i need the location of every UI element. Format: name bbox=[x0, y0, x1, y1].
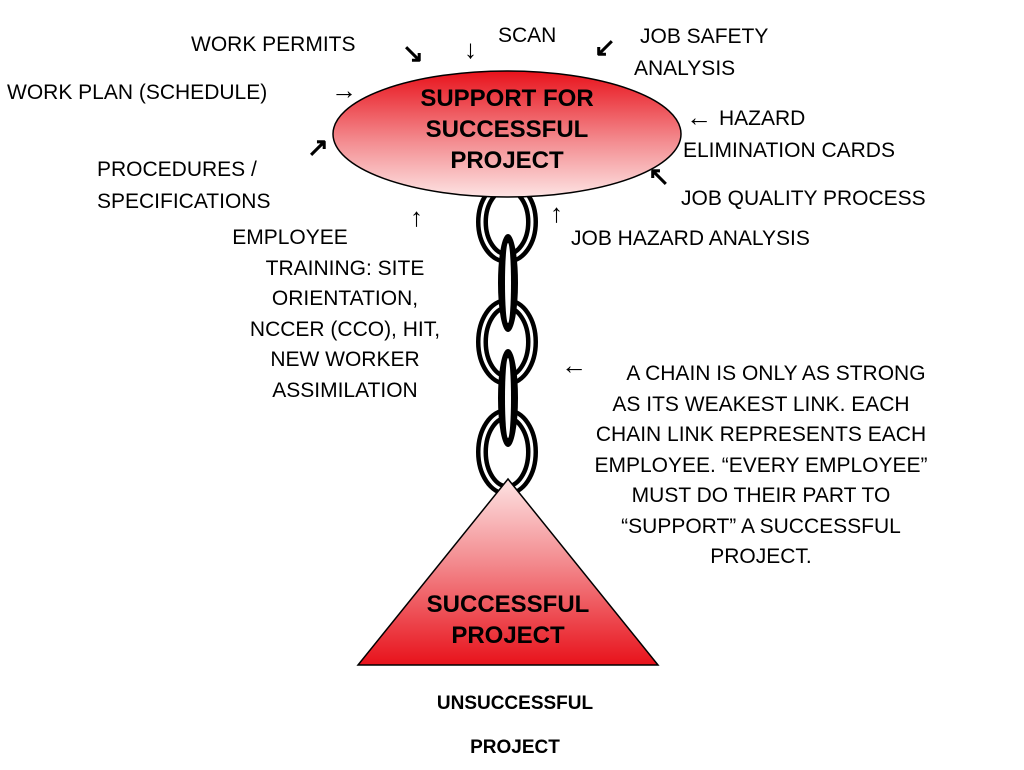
triangle-label-line: SUCCESSFUL bbox=[426, 591, 590, 618]
label-line: EMPLOYEE. “EVERY EMPLOYEE” bbox=[594, 453, 928, 477]
support-ellipse bbox=[332, 70, 682, 198]
triangle-label: SUCCESSFUL PROJECT bbox=[393, 589, 623, 651]
label-line: A CHAIN IS ONLY AS STRONG bbox=[626, 362, 926, 385]
work-permits-label: WORK PERMITS bbox=[191, 33, 356, 56]
arrow-icon: ↑ bbox=[410, 202, 423, 232]
label-line: “SUPPORT” A SUCCESSFUL bbox=[621, 514, 901, 538]
job-hazard-analysis-label: JOB HAZARD ANALYSIS bbox=[571, 227, 810, 250]
label-line: PROCEDURES / bbox=[97, 158, 257, 181]
label-line: MUST DO THEIR PART TO bbox=[631, 484, 891, 507]
label-line: TRAINING: SITE bbox=[265, 256, 425, 280]
label-line: NCCER (CCO), HIT, bbox=[249, 317, 441, 341]
chain-link bbox=[498, 349, 518, 447]
bottom-label-line: UNSUCCESSFUL bbox=[436, 693, 594, 714]
chain-note-label: A CHAIN IS ONLY AS STRONG AS ITS WEAKEST… bbox=[548, 359, 974, 573]
hazard-elimination-label: HAZARD ELIMINATION CARDS bbox=[683, 103, 895, 167]
label-line: JOB SAFETY bbox=[640, 25, 769, 48]
arrow-icon: ↙ bbox=[594, 32, 616, 62]
work-plan-label: WORK PLAN (SCHEDULE) bbox=[7, 81, 268, 104]
scan-label: SCAN bbox=[498, 24, 557, 47]
arrow-icon: ↘ bbox=[402, 38, 424, 68]
job-safety-analysis-label: JOB SAFETY ANALYSIS bbox=[634, 21, 768, 85]
label-line: CHAIN LINK REPRESENTS EACH bbox=[595, 423, 927, 446]
bottom-label-line: PROJECT bbox=[470, 737, 560, 758]
procedures-label: PROCEDURES / SPECIFICATIONS bbox=[97, 154, 270, 218]
chain-link bbox=[498, 234, 518, 332]
label-line: AS ITS WEAKEST LINK. EACH bbox=[612, 392, 910, 416]
triangle-label-line: PROJECT bbox=[451, 622, 565, 649]
arrow-icon: ↓ bbox=[464, 34, 477, 64]
ellipse-label-line: SUCCESSFUL bbox=[425, 116, 589, 143]
arrow-icon: → bbox=[331, 75, 357, 105]
arrow-icon: ← bbox=[686, 102, 712, 132]
employee-training-label: EMPLOYEE TRAINING: SITE ORIENTATION, NCC… bbox=[220, 223, 470, 406]
unsuccessful-project-label: UNSUCCESSFUL PROJECT bbox=[395, 682, 635, 770]
ellipse-label-line: SUPPORT FOR bbox=[420, 85, 594, 112]
label-line: ORIENTATION, bbox=[271, 287, 419, 310]
label-line: ANALYSIS bbox=[634, 57, 736, 80]
arrow-icon: ↑ bbox=[550, 198, 563, 228]
label-line: SPECIFICATIONS bbox=[97, 190, 271, 213]
label-line: PROJECT. bbox=[710, 545, 812, 568]
arrow-icon: ← bbox=[561, 350, 587, 380]
ellipse-label-line: PROJECT bbox=[450, 147, 564, 174]
ellipse-label: SUPPORT FOR SUCCESSFUL PROJECT bbox=[387, 83, 627, 176]
label-line: HAZARD bbox=[719, 107, 806, 130]
arrow-icon: ↖ bbox=[648, 161, 670, 191]
arrow-icon: ↗ bbox=[307, 132, 329, 162]
successful-project-triangle bbox=[356, 477, 660, 666]
label-line: ASSIMILATION bbox=[272, 378, 418, 402]
label-line: ELIMINATION CARDS bbox=[683, 139, 895, 162]
job-quality-process-label: JOB QUALITY PROCESS bbox=[681, 187, 926, 210]
chain bbox=[476, 180, 538, 496]
label-line: EMPLOYEE bbox=[232, 226, 348, 249]
label-line: NEW WORKER bbox=[270, 348, 420, 371]
